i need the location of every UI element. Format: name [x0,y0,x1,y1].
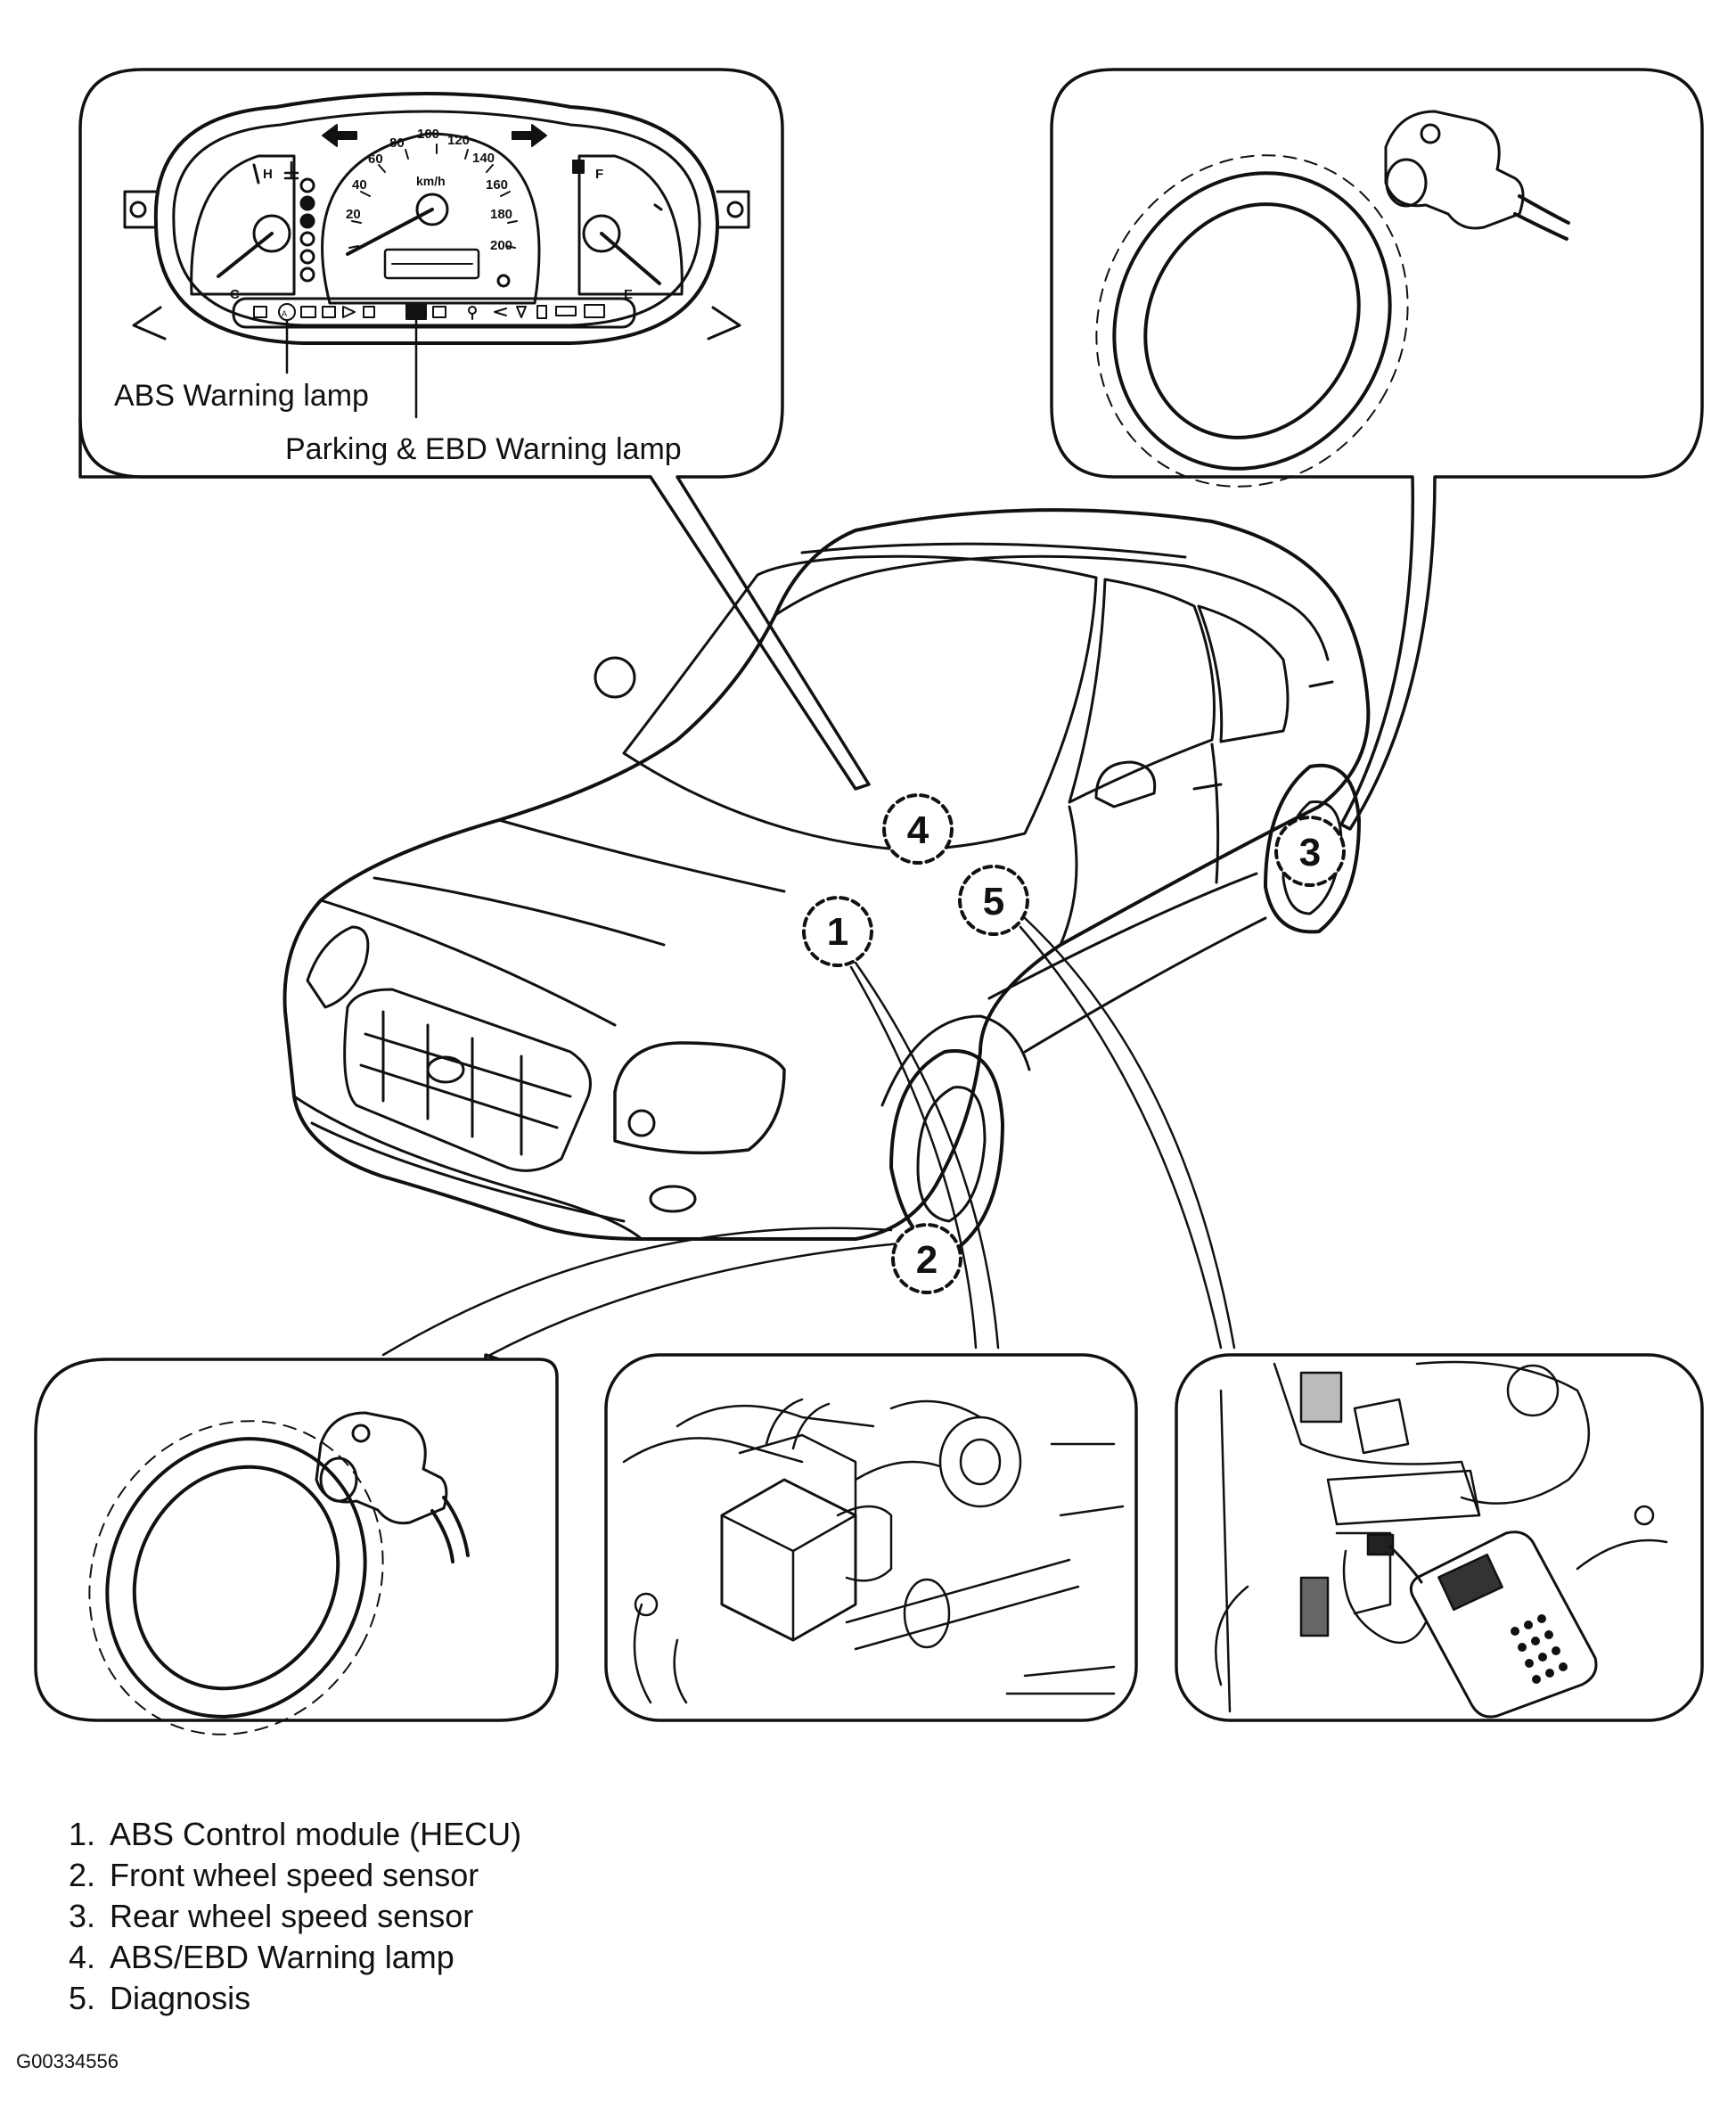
legend-item-3: 3. Rear wheel speed sensor [49,1896,521,1937]
fuel-pump-icon [572,160,585,174]
component-legend: 1. ABS Control module (HECU) 2. Front whee… [49,1814,521,2019]
pedal [1299,1576,1330,1637]
legend-number: 4. [68,1939,95,1975]
speed-unit-label: km/h [416,174,446,188]
right-turn-arrow-icon [512,124,547,147]
left-turn-arrow-icon [322,124,357,147]
legend-text: Rear wheel speed sensor [110,1898,474,1934]
legend-text: ABS Control module (HECU) [110,1816,522,1852]
front-grille [343,988,592,1172]
svg-text:4: 4 [907,808,929,852]
marker-5: 5 [958,865,1029,936]
parking-ebd-warning-lamp-label: Parking & EBD Warning lamp [285,432,682,466]
svg-text:A: A [282,309,287,318]
tone-ring-front-icon [88,1420,384,1735]
abs-warning-lamp-label: ABS Warning lamp [114,379,369,413]
legend-number: 2. [68,1857,95,1893]
speedometer [321,132,541,305]
dashboard-illustration [1215,1360,1591,1713]
front-speed-sensor-icon [315,1411,470,1563]
panel-rear-wheel-speed-sensor [1050,68,1704,831]
car-illustration [283,508,1371,1251]
fuel-gauge [577,154,684,296]
temp-gauge [190,154,296,296]
speed-tick-20: 20 [346,207,361,222]
rear-speed-sensor-icon [1384,110,1570,241]
legend-text: Front wheel speed sensor [110,1857,479,1893]
headlight-right [613,1041,786,1155]
speed-tick-140: 140 [472,151,495,166]
panel-diagnosis [1175,1353,1704,1722]
marker-1: 1 [802,896,873,967]
speed-tick-40: 40 [352,177,367,193]
odometer-display [383,248,480,280]
headlight-left [306,925,370,1009]
legend-text: ABS/EBD Warning lamp [110,1939,454,1975]
temperature-icon [283,160,299,180]
marker-3: 3 [1274,816,1346,887]
legend-item-1: 1. ABS Control module (HECU) [49,1814,521,1855]
fuel-full-label: F [595,167,603,182]
fog-lamp [649,1185,697,1213]
warning-lamp-strip [232,297,636,329]
tone-ring-rear-icon [1095,154,1409,488]
instrument-cluster-illustration: A [123,92,750,419]
panel-front-wheel-speed-sensor [34,1353,559,1735]
figure-id: G00334556 [16,2050,119,2072]
legend-item-4: 4. ABS/EBD Warning lamp [49,1937,521,1978]
svg-text:5: 5 [983,880,1004,923]
svg-text:2: 2 [916,1238,938,1282]
svg-text:1: 1 [827,910,848,954]
temp-hot-label: H [263,167,273,182]
speed-tick-180: 180 [490,207,512,222]
marker-2: 2 [891,1223,962,1294]
drive-shaft [845,1558,1080,1651]
svg-text:3: 3 [1299,831,1321,874]
speed-tick-80: 80 [389,135,405,151]
legend-item-5: 5. Diagnosis [49,1978,521,2019]
antenna-base [594,656,636,699]
panel-abs-control-module [604,1353,1138,1722]
speed-tick-160: 160 [486,177,508,193]
leader-lines [381,916,1236,1357]
panel-instrument-cluster: A ABS Warning lamp Parking & EBD Warning… [78,68,871,791]
rear-wheel [1264,763,1361,934]
speed-tick-60: 60 [368,152,383,167]
speed-tick-100: 100 [417,127,439,142]
side-mirror [1094,760,1157,808]
legend-number: 1. [68,1816,95,1852]
legend-number: 5. [68,1980,95,2016]
obd-connector [1366,1533,1395,1556]
windshield [622,554,1098,851]
hecu-illustration [622,1398,1125,1704]
emblem [426,1055,465,1084]
temp-cold-label: C [230,287,240,302]
speed-tick-120: 120 [447,133,470,148]
dash-vent [1299,1371,1343,1424]
marker-4: 4 [882,793,954,865]
diagnostic-scanner-icon [1342,1505,1668,1719]
legend-item-2: 2. Front wheel speed sensor [49,1855,521,1896]
speed-tick-200: 200 [490,238,512,253]
legend-number: 3. [68,1898,95,1934]
fuel-empty-label: E [624,287,633,302]
steering-wheel-hub [1506,1364,1560,1417]
legend-text: Diagnosis [110,1980,251,2016]
